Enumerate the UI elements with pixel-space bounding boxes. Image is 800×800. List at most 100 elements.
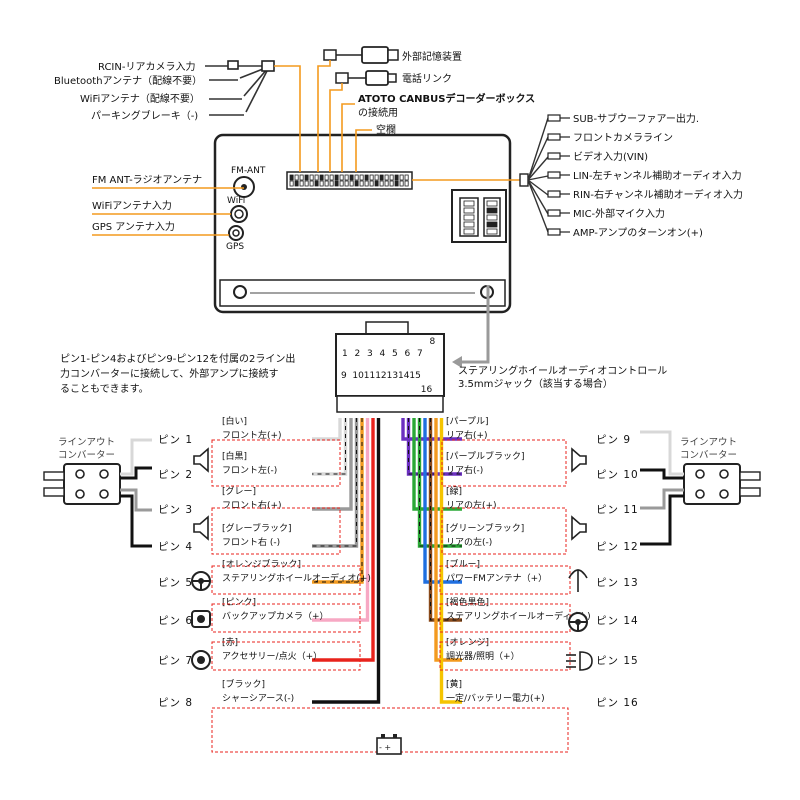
right-label-2: フロントカメラライン bbox=[573, 132, 673, 144]
pin-label: ピン 8 bbox=[158, 697, 193, 709]
wire-color-label: [褐色黒色] bbox=[446, 596, 489, 608]
pin14-box bbox=[439, 603, 571, 633]
pin-label: ピン 7 bbox=[158, 655, 193, 667]
steering-jack-label-2: 3.5mmジャック（該当する場合） bbox=[458, 377, 613, 390]
connector-pin-number: 1 bbox=[342, 349, 348, 359]
orange-leader-canbus bbox=[341, 103, 355, 172]
socket-cell bbox=[486, 221, 498, 228]
rca-plug bbox=[547, 171, 561, 179]
wire bbox=[312, 418, 370, 622]
strip-pin bbox=[394, 180, 399, 187]
top-left-label-1: RCIN-リアカメラ入力 bbox=[98, 60, 195, 73]
speaker-icon bbox=[193, 447, 587, 541]
wire-function-label: フロント左(-) bbox=[222, 464, 277, 476]
converter-right-label-2: コンバーター bbox=[680, 450, 737, 461]
rca-plug bbox=[547, 228, 561, 236]
fm-antenna-label: FM ANT-ラジオアンテナ bbox=[92, 174, 202, 186]
converter-left-wires bbox=[120, 438, 152, 548]
strip-pin bbox=[329, 180, 334, 187]
strip-pin bbox=[314, 174, 319, 181]
strip-pin bbox=[324, 174, 329, 181]
wire-stripe bbox=[408, 418, 462, 475]
svg-text:- +: - + bbox=[379, 743, 391, 752]
wire-color-label: [赤] bbox=[222, 637, 238, 648]
strip-pin bbox=[339, 180, 344, 187]
connector-pin-number: 10 bbox=[352, 371, 364, 381]
strip-pin bbox=[374, 174, 379, 181]
right-label-5: RIN-右チャンネル補助オーディオ入力 bbox=[573, 188, 743, 201]
wire-color-label: [パープル] bbox=[446, 416, 488, 427]
wire-function-label: リアの左(-) bbox=[446, 536, 492, 548]
pin-label: ピン 11 bbox=[596, 504, 639, 516]
wire-function-label: リアの左(+) bbox=[446, 499, 497, 511]
pin-label: ピン 5 bbox=[158, 577, 193, 589]
orange-leader-rcin bbox=[274, 65, 301, 172]
connector-pin-number: 3 bbox=[367, 349, 373, 359]
strip-pin bbox=[389, 174, 394, 181]
gps-port bbox=[228, 225, 244, 241]
converter-right-wires bbox=[640, 430, 684, 546]
strip-pin bbox=[384, 174, 389, 181]
rca-plug bbox=[547, 114, 561, 122]
strip-pin bbox=[309, 174, 314, 181]
left-wires bbox=[312, 418, 381, 704]
front-left-speaker-box bbox=[211, 439, 341, 487]
strip-pin bbox=[394, 174, 399, 181]
right-wires bbox=[401, 418, 462, 704]
wire-function-label: アクセサリー/点火（+） bbox=[222, 651, 322, 662]
wire-color-label: [オレンジブラック] bbox=[222, 558, 301, 570]
wire bbox=[423, 418, 462, 584]
strip-pin bbox=[329, 174, 334, 181]
wire-function-label: シャーシアース(-) bbox=[222, 694, 294, 704]
rca-plug bbox=[547, 152, 561, 160]
wifi-antenna-label: WiFiアンテナ入力 bbox=[92, 199, 172, 212]
strip-pin bbox=[349, 180, 354, 187]
strip-pin bbox=[294, 180, 299, 187]
wire-function-label: フロント左(+) bbox=[222, 429, 282, 441]
strip-pin bbox=[334, 174, 339, 181]
strip-pin bbox=[319, 180, 324, 187]
canbus-label-line2: の接続用 bbox=[358, 106, 398, 119]
connector-pin-number: 16 bbox=[421, 385, 433, 395]
connector-pin-number: 9 bbox=[341, 371, 347, 381]
usb-connector bbox=[361, 46, 389, 64]
line-out-converter-left bbox=[43, 463, 121, 505]
pin-rows: ピン 1[白い]フロント左(+)ピン 2[白黒]フロント左(-)ピン 3[グレー… bbox=[158, 415, 639, 709]
connector-pin-number: 4 bbox=[380, 349, 386, 359]
wire-color-label: [緑] bbox=[446, 485, 462, 497]
strip-pin bbox=[334, 180, 339, 187]
right-label-7: AMP-アンプのターンオン(+) bbox=[573, 227, 703, 239]
wire-color-label: [白黒] bbox=[222, 450, 247, 462]
strip-pin bbox=[304, 180, 309, 187]
wire-stripe bbox=[312, 418, 363, 583]
socket-cell bbox=[463, 228, 475, 235]
head-unit: FM-ANT WiFi GPS bbox=[213, 133, 512, 314]
wire bbox=[312, 418, 364, 584]
strip-pin bbox=[304, 174, 309, 181]
wifi-unit-label: WiFi bbox=[227, 196, 245, 206]
strip-pin bbox=[359, 174, 364, 181]
pin-label: ピン 4 bbox=[158, 541, 193, 553]
strip-pin bbox=[364, 180, 369, 187]
pin-label: ピン 6 bbox=[158, 615, 193, 627]
connector-pin-number: 7 bbox=[417, 349, 423, 359]
strip-pin bbox=[369, 174, 374, 181]
right-rca-bundle bbox=[519, 117, 549, 233]
strip-pin bbox=[319, 174, 324, 181]
top-left-label-4: パーキングブレーキ（-) bbox=[91, 109, 198, 122]
phone-link-connector bbox=[365, 70, 389, 86]
wire-function-label: リア右(+) bbox=[446, 429, 488, 441]
note-line-1: ピン1-ピン4およびピン9-ピン12を付属の2ライン出 bbox=[60, 352, 295, 365]
socket-cell bbox=[486, 207, 498, 214]
pin-label: ピン 2 bbox=[158, 469, 193, 481]
pin15-box bbox=[439, 641, 571, 671]
wire bbox=[312, 418, 381, 704]
strip-pin bbox=[379, 174, 384, 181]
wire bbox=[312, 418, 353, 511]
rca-plugs bbox=[547, 114, 570, 236]
pin-label: ピン 9 bbox=[596, 434, 631, 446]
right-label-4: LIN-左チャンネル補助オーディオ入力 bbox=[573, 169, 742, 182]
headlight-icon bbox=[566, 651, 593, 671]
